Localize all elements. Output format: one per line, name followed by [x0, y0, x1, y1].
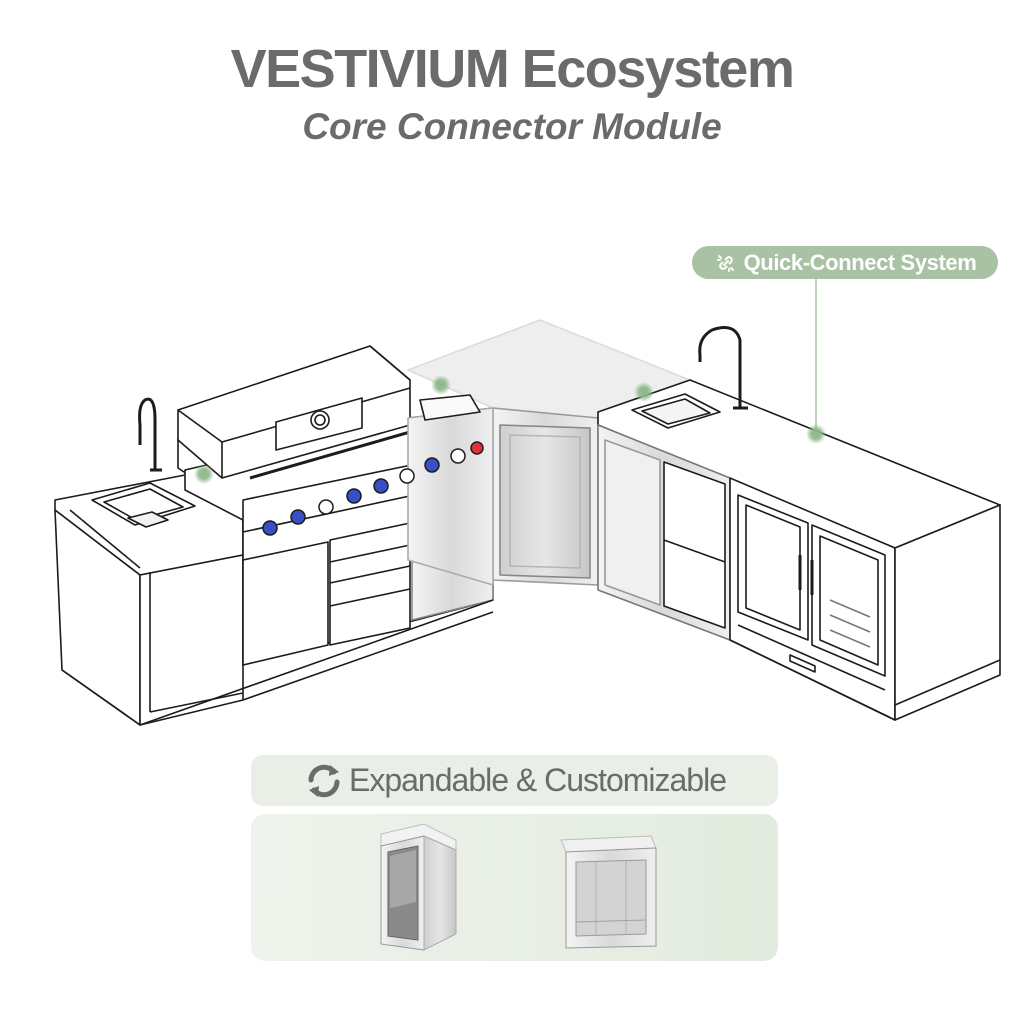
right-sink-fridge-run [597, 326, 1001, 721]
corner-connector-module [407, 319, 691, 586]
grill-knobs [262, 441, 484, 536]
quick-connect-badge: Quick-Connect System [692, 246, 998, 279]
outdoor-kitchen-illustration [54, 279, 1001, 726]
modules-panel [251, 814, 778, 961]
refresh-icon [308, 764, 340, 797]
connector-points [194, 375, 826, 484]
left-sink-cabinet [54, 397, 244, 726]
page-subtitle: Core Connector Module [302, 106, 722, 147]
quick-connect-label: Quick-Connect System [743, 249, 977, 275]
expandable-banner: Expandable & Customizable [251, 755, 778, 806]
corner-cabinet-module [380, 823, 457, 951]
expandable-label: Expandable & Customizable [348, 762, 727, 798]
link-icon [716, 254, 734, 272]
page-title: VESTIVIUM Ecosystem [230, 39, 795, 99]
straight-cabinet-module [560, 835, 657, 949]
